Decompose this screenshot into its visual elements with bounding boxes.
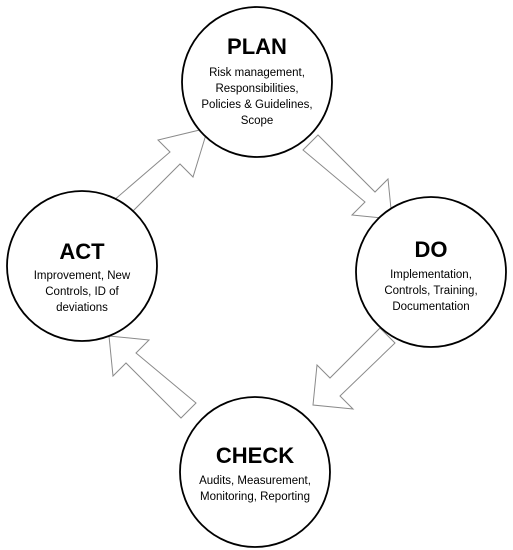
node-plan-title: PLAN [227, 34, 287, 59]
node-plan-line-2: Responsibilities, [215, 83, 298, 95]
node-act-line-2: Controls, ID of [45, 286, 119, 298]
node-do-line-3: Documentation [392, 301, 469, 313]
node-act-title: ACT [59, 239, 105, 264]
node-check-circle [179, 396, 331, 548]
node-act-circle [6, 190, 158, 342]
node-plan-circle [181, 6, 333, 158]
node-act-line-1: Improvement, New [34, 270, 131, 282]
node-do-line-2: Controls, Training, [384, 285, 477, 297]
node-do-circle [355, 196, 507, 348]
arrow-check-to-act [108, 335, 197, 419]
node-do-title: DO [415, 237, 448, 262]
arrow-do-to-check [312, 327, 396, 410]
node-check-line-2: Monitoring, Reporting [200, 491, 310, 503]
node-plan-line-1: Risk management, [209, 67, 305, 79]
node-plan-line-3: Policies & Guidelines, [201, 99, 312, 111]
node-check-line-1: Audits, Measurement, [199, 475, 311, 487]
node-check: CHECK Audits, Measurement, Monitoring, R… [179, 396, 331, 548]
node-plan-line-4: Scope [241, 115, 274, 127]
node-act-line-3: deviations [56, 302, 108, 314]
arrow-act-to-plan [112, 127, 209, 217]
arrow-plan-to-do [302, 134, 393, 220]
node-do-line-1: Implementation, [390, 269, 472, 281]
node-do: DO Implementation, Controls, Training, D… [355, 196, 507, 348]
node-check-title: CHECK [216, 443, 294, 468]
node-act: ACT Improvement, New Controls, ID of dev… [6, 190, 158, 342]
node-plan: PLAN Risk management, Responsibilities, … [181, 6, 333, 158]
